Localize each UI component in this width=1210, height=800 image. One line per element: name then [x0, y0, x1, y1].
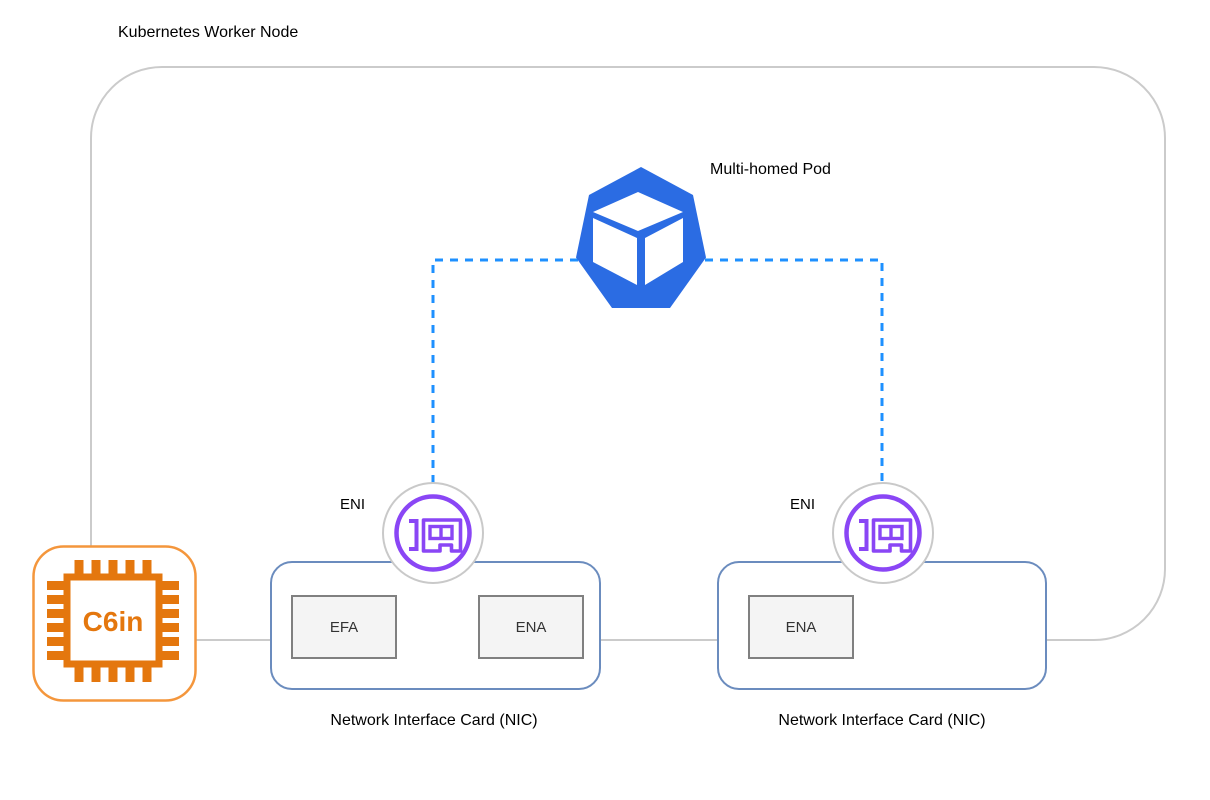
- diagram-title: Kubernetes Worker Node: [118, 24, 299, 41]
- instance-type-label: C6in: [83, 606, 144, 637]
- eni-label-right: ENI: [790, 496, 816, 513]
- eni-icon: [382, 482, 484, 584]
- nic-caption-right: Network Interface Card (NIC): [778, 712, 986, 729]
- nic-box-left: EFA ENA: [270, 561, 601, 690]
- worker-node-boundary: [90, 66, 1166, 641]
- c6in-instance-chip-icon: C6in: [32, 545, 197, 702]
- eni-label-left: ENI: [340, 496, 366, 513]
- nic-caption-left: Network Interface Card (NIC): [330, 712, 538, 729]
- pod-label: Multi-homed Pod: [710, 161, 831, 178]
- adapter-ena: ENA: [748, 595, 854, 659]
- adapter-ena: ENA: [478, 595, 584, 659]
- kubernetes-pod-icon: [576, 167, 706, 308]
- adapter-efa: EFA: [291, 595, 397, 659]
- eni-icon: [832, 482, 934, 584]
